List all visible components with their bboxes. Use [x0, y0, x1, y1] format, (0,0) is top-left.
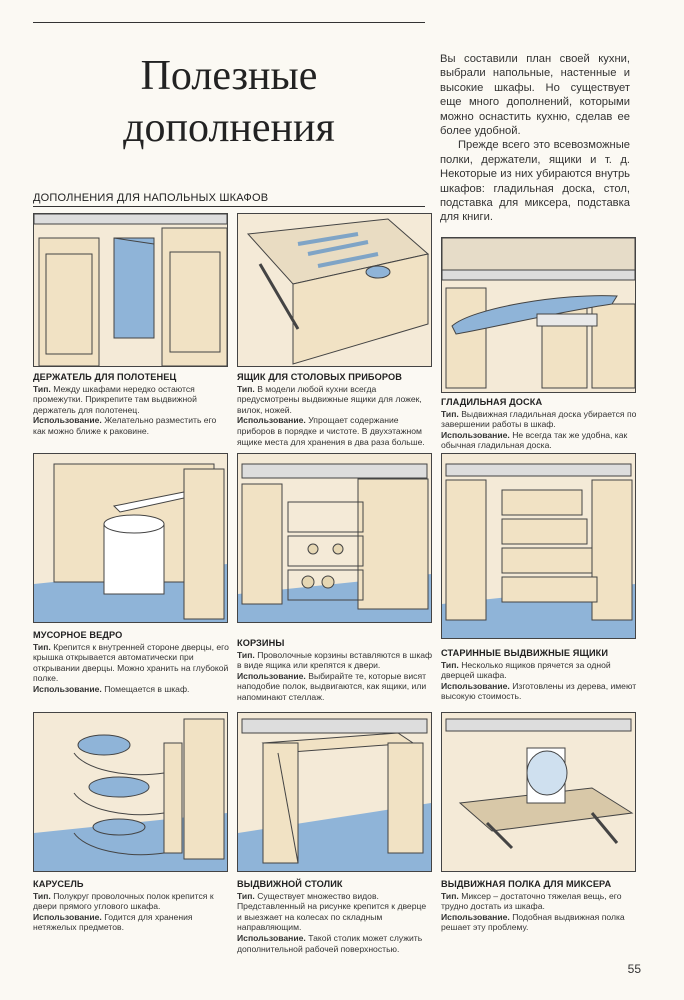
section-rule	[33, 206, 425, 207]
intro-text: Вы составили план своей кухни, выбрали н…	[440, 52, 630, 225]
section-heading: ДОПОЛНЕНИЯ ДЛЯ НАПОЛЬНЫХ ШКАФОВ	[33, 192, 269, 204]
illustration-towel-holder	[33, 213, 228, 367]
illustration-wire-baskets	[237, 453, 432, 623]
caption-mixer-shelf: ВЫДВИЖНАЯ ПОЛКА ДЛЯ МИКСЕРА Тип. Миксер …	[441, 879, 625, 933]
illustration-ironing-board	[441, 237, 636, 393]
illustration-mixer-shelf	[441, 712, 636, 872]
caption-wire-baskets: КОРЗИНЫ Тип. Проволочные корзины вставля…	[237, 638, 433, 702]
caption-carousel: КАРУСЕЛЬ Тип. Полукруг проволочных полок…	[33, 879, 214, 933]
page-title: Полезные дополнения	[123, 53, 335, 151]
caption-towel-holder: ДЕРЖАТЕЛЬ ДЛЯ ПОЛОТЕНЕЦ Тип. Между шкафа…	[33, 372, 217, 436]
illustration-carousel	[33, 712, 228, 872]
caption-old-drawers: СТАРИННЫЕ ВЫДВИЖНЫЕ ЯЩИКИ Тип. Несколько…	[441, 648, 637, 702]
page-number: 55	[627, 962, 641, 976]
illustration-pullout-table	[237, 712, 432, 872]
illustration-cutlery-drawer	[237, 213, 432, 367]
intro-paragraph-2: Прежде всего это всевозможные полки, дер…	[440, 139, 630, 224]
caption-waste-bin: МУСОРНОЕ ВЕДРО Тип. Крепится к внутренне…	[33, 630, 229, 694]
intro-paragraph-1: Вы составили план своей кухни, выбрали н…	[440, 53, 630, 138]
caption-pullout-table: ВЫДВИЖНОЙ СТОЛИК Тип. Существует множест…	[237, 879, 427, 954]
top-rule	[33, 22, 425, 23]
illustration-waste-bin	[33, 453, 228, 623]
caption-cutlery-drawer: ЯЩИК ДЛЯ СТОЛОВЫХ ПРИБОРОВ Тип. В модели…	[237, 372, 425, 447]
illustration-old-drawers	[441, 453, 636, 639]
caption-ironing-board: ГЛАДИЛЬНАЯ ДОСКА Тип. Выдвижная гладильн…	[441, 397, 637, 451]
